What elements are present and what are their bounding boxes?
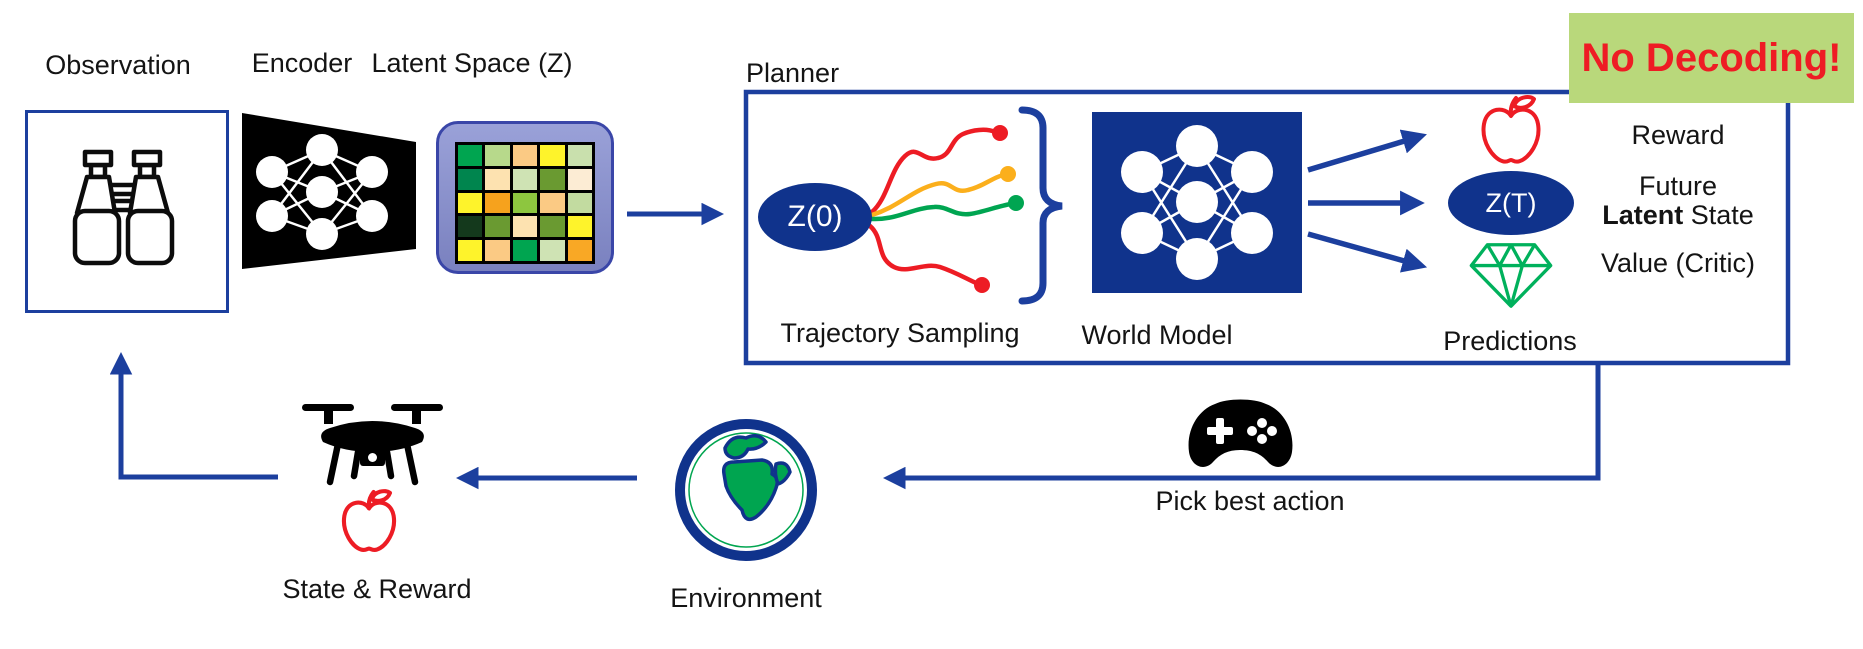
observation-label: Observation <box>45 50 191 80</box>
latent-cell <box>485 192 510 214</box>
latent-cell <box>458 168 483 190</box>
latent-cell <box>540 240 565 261</box>
latent-cell <box>485 145 510 166</box>
latent-cell <box>458 192 483 214</box>
z0-ellipse: Z(0) <box>758 183 872 251</box>
latent-cell <box>458 145 483 166</box>
encoder-label: Encoder <box>251 48 353 78</box>
latent-rest: State <box>1683 200 1754 230</box>
latent-cell <box>458 216 483 238</box>
latent-cell <box>567 240 592 261</box>
world-model-box <box>1092 112 1302 293</box>
future-latent-state-label: Future Latent State <box>1578 172 1778 230</box>
latent-cell <box>512 240 538 261</box>
latent-cell <box>567 145 592 166</box>
apple-reward-icon <box>1481 95 1541 164</box>
value-gem-icon <box>1469 243 1553 308</box>
trajectory-path <box>869 172 1006 218</box>
world-model-nn-icon <box>1121 125 1273 280</box>
latent-cell <box>458 240 483 261</box>
trajectory-sampling-label: Trajectory Sampling <box>780 318 1020 348</box>
gamepad-icon <box>1188 399 1293 467</box>
trajectory-endpoint <box>974 277 990 293</box>
latent-cell <box>540 192 565 214</box>
zt-ellipse: Z(T) <box>1448 171 1574 235</box>
loop-arrow-state-to-observation <box>109 352 278 480</box>
trajectory-bracket <box>1018 106 1063 305</box>
trajectory-endpoint <box>1000 166 1016 182</box>
reward-label: Reward <box>1631 120 1725 150</box>
drone-icon <box>302 404 443 486</box>
trajectory-path <box>867 223 979 286</box>
latent-cell <box>567 168 592 190</box>
latent-cell <box>485 168 510 190</box>
latent-space-label: Latent Space (Z) <box>371 48 573 78</box>
pick-best-action-label: Pick best action <box>1155 486 1345 516</box>
binoculars-icon <box>72 149 175 266</box>
latent-grid <box>455 142 595 264</box>
environment-globe-icon <box>675 419 817 561</box>
latent-cell <box>512 168 538 190</box>
no-decoding-callout: No Decoding! <box>1569 13 1854 103</box>
latent-cell <box>512 216 538 238</box>
planner-label: Planner <box>746 58 840 88</box>
state-reward-label: State & Reward <box>282 574 472 604</box>
latent-cell <box>567 216 592 238</box>
future-line: Future <box>1638 171 1718 201</box>
value-critic-label: Value (Critic) <box>1600 248 1756 278</box>
trajectory-path <box>869 127 998 215</box>
latent-bold: Latent <box>1602 200 1684 230</box>
trajectory-curves <box>867 125 1024 293</box>
prediction-arrows <box>1307 129 1428 273</box>
apple-state-icon <box>341 489 397 553</box>
predictions-label: Predictions <box>1443 326 1577 356</box>
neural-network-icon <box>256 134 388 250</box>
environment-label: Environment <box>670 583 822 613</box>
latent-cell <box>540 216 565 238</box>
world-model-label: World Model <box>1081 320 1233 350</box>
latent-cell <box>512 192 538 214</box>
trajectory-path <box>869 201 1014 222</box>
trajectory-endpoint <box>1008 195 1024 211</box>
latent-cell <box>485 216 510 238</box>
latent-cell <box>540 168 565 190</box>
latent-cell <box>512 145 538 166</box>
encoder-icon <box>242 113 416 269</box>
latent-cell <box>567 192 592 214</box>
latent-cell <box>485 240 510 261</box>
latent-cell <box>540 145 565 166</box>
trajectory-endpoint <box>992 125 1008 141</box>
